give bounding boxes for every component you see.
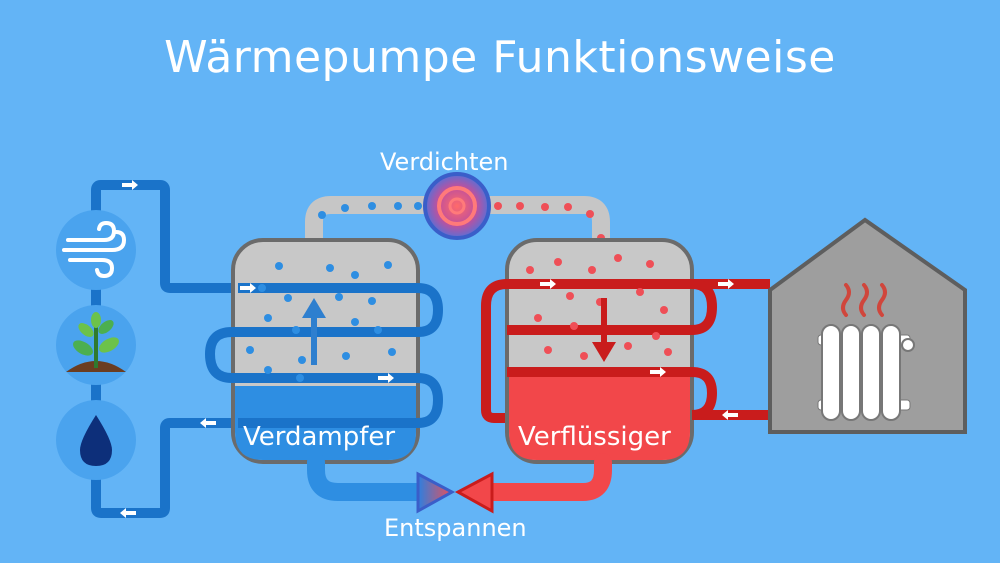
condenser-coil (481, 279, 770, 423)
arrow-up-icon (302, 298, 326, 365)
liquid-line (307, 453, 612, 501)
expand-label: Entspannen (384, 514, 527, 542)
evaporator-coil (205, 283, 443, 428)
expansion-valve-icon (416, 471, 494, 514)
wind-icon (56, 210, 136, 290)
heat-waves-icon (841, 283, 887, 317)
condenser-particles (526, 254, 672, 360)
compress-label: Verdichten (380, 148, 509, 176)
evaporator-label: Verdampfer (243, 422, 396, 452)
plant-soil-icon (56, 305, 136, 385)
water-drop-icon (56, 400, 136, 480)
compressor-icon (423, 172, 491, 240)
radiator-icon (817, 324, 915, 421)
evaporator-particles (246, 261, 396, 382)
arrow-down-icon (592, 298, 616, 362)
condenser-label: Verflüssiger (518, 422, 671, 452)
flow-arrow-icons (120, 180, 738, 518)
page-title: Wärmepumpe Funktionsweise (164, 32, 836, 83)
